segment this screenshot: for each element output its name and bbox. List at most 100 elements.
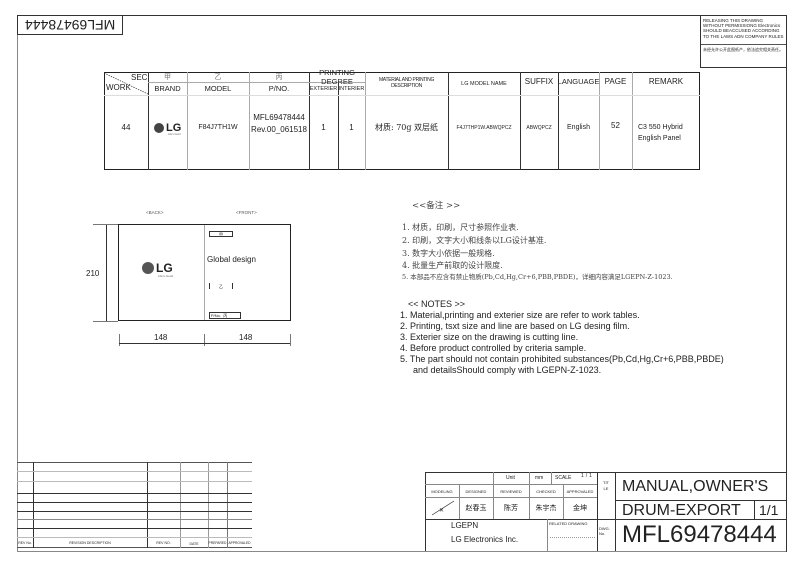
- panel-outline: [118, 224, 291, 321]
- height-dim-label: 210: [86, 269, 100, 278]
- related-drawing-label: RELATED DRAWING: [549, 521, 588, 526]
- scale-label: SCALE: [555, 475, 572, 481]
- rev-header-description: REVISION DESCRIPTION: [69, 540, 111, 545]
- pno-box-label: P/No.: [211, 313, 222, 318]
- global-design-text: Global design: [207, 255, 256, 264]
- revision-table: [17, 462, 252, 548]
- cell-remark-2: English Panel: [638, 135, 681, 142]
- header-yi: 乙: [214, 72, 222, 81]
- header-bing: 丙: [275, 72, 283, 81]
- cell-suffix: ABWQPCZ: [526, 124, 552, 131]
- header-model: MODEL: [204, 84, 232, 94]
- rev-header-approvaled: APPROVALED: [228, 540, 251, 545]
- modeling-struck-icon: ✕: [431, 500, 455, 516]
- sheet-number: 1/1: [759, 502, 779, 518]
- notice-cn: 未经允许公开此图纸产，依法追究相关责任。: [703, 47, 783, 52]
- pno-box-value: 丙: [223, 313, 228, 318]
- yi-box: 乙: [209, 283, 233, 289]
- header-remark: REMARK: [648, 77, 684, 86]
- approved-by: 金坤: [573, 504, 587, 513]
- unit-label: Unit: [506, 475, 515, 481]
- fold-line: [204, 225, 205, 320]
- title-block: [425, 472, 786, 551]
- designed-by: 赵春玉: [465, 504, 487, 513]
- approvaled-label: APPROVALED: [566, 488, 594, 494]
- cell-interier: 1: [349, 123, 354, 132]
- frame-left: [17, 15, 18, 552]
- checked-by: 朱宇杰: [535, 504, 557, 513]
- note-cn-1: 1. 材质，印刷，尺寸参照作业表.: [402, 223, 519, 232]
- header-sec: SEC.: [131, 73, 150, 82]
- cell-material: 材质: 70g 双层纸: [374, 123, 439, 132]
- note-cn-4: 4. 批量生产前取的设计限度.: [402, 261, 503, 270]
- note-cn-2: 2. 印刷，文字大小和线条以LG设计基准.: [402, 236, 547, 245]
- header-language: LANGUAGE: [557, 77, 600, 87]
- modeling-label: MODELING: [431, 488, 453, 494]
- header-interier: INTERIER: [338, 85, 365, 92]
- back-lg-logo: LG Life's Good: [142, 262, 182, 278]
- height-dimension-line: [106, 225, 107, 321]
- frame-bottom: [17, 551, 786, 552]
- header-material: MATERIAL AND PRINTING DESCRIPTION: [378, 76, 435, 89]
- note-en-3: 3. Exterier size on the drawing is cutti…: [400, 332, 579, 342]
- rev-header-prepared: PREPARED: [208, 540, 227, 545]
- designed-label: DESIGNED: [465, 488, 487, 494]
- header-lg-model-name: LG MODEL NAME: [461, 80, 507, 87]
- rev-header-rev-no2: REV NO.: [156, 540, 171, 545]
- back-label: <BACK>: [146, 210, 164, 215]
- notes-cn-title: <<备注 >>: [412, 201, 461, 211]
- header-jia: 甲: [164, 72, 171, 81]
- scale-value: 1/1: [581, 473, 594, 479]
- header-brand: BRAND: [154, 84, 181, 94]
- cell-lg-model-name: F4J7THP1W.ABWQPCZ: [456, 124, 512, 131]
- back-logo-text: LG: [156, 261, 173, 275]
- rotated-dwg-number-text: MFL69478444: [24, 17, 116, 33]
- frame-top: [17, 15, 786, 16]
- company-lg-electronics: LG Electronics Inc.: [451, 535, 519, 544]
- title-drum-export: DRUM-EXPORT: [622, 502, 741, 519]
- header-pno: P/NO.: [268, 84, 290, 94]
- note-en-5: 5. The part should not contain prohibite…: [400, 354, 724, 364]
- rev-header-rev-no: REV No.: [18, 540, 32, 545]
- logo-tagline: Life's Good: [168, 133, 181, 136]
- back-logo-tagline: Life's Good: [158, 274, 174, 278]
- cell-language: English: [567, 123, 590, 131]
- note-en-4: 4. Before product controlled by criteria…: [400, 343, 587, 353]
- front-label: <FRONT>: [236, 210, 257, 215]
- note-en-1: 1. Material,printing and exterier size a…: [400, 310, 640, 320]
- lg-brand-logo: LG Life's Good: [154, 122, 184, 136]
- drawing-number: MFL69478444: [622, 521, 777, 548]
- title-manual-owners: MANUAL,OWNER'S: [622, 478, 769, 495]
- rotated-dwg-number: MFL69478444: [17, 15, 123, 35]
- pno-box: P/No. 丙: [209, 312, 241, 319]
- header-suffix: SUFFIX: [524, 77, 554, 86]
- cell-pno: MFL69478444: [253, 113, 305, 122]
- cell-model: F84J7TH1W: [198, 123, 238, 131]
- notes-en-title: << NOTES >>: [408, 299, 466, 309]
- company-lgepn: LGEPN: [451, 521, 479, 530]
- spec-table: [104, 72, 700, 170]
- header-page: PAGE: [604, 77, 627, 86]
- notice-en: RELEASING THIS DRAWING WITHOUT PERMISSIO…: [701, 15, 786, 45]
- note-cn-5: 5. 本部品不应含有禁止物质(Pb,Cd,Hg,Cr+6,PBB,PBDE)，详…: [402, 273, 673, 281]
- rev-header-date: DATE: [189, 541, 199, 546]
- reviewed-by: 陈芳: [504, 504, 518, 513]
- width-dimension-line: [119, 343, 290, 344]
- reviewed-label: REVIEWED: [500, 489, 522, 494]
- dwg-no-label: DWG. No.: [599, 526, 610, 536]
- checked-label: CHECKED: [536, 489, 556, 494]
- jia-box: 甲: [209, 231, 233, 237]
- diagonal-header-line: [104, 72, 148, 95]
- cell-remark-1: C3 550 Hybrid: [638, 124, 683, 131]
- cell-exterier: 1: [321, 123, 326, 132]
- cell-page: 52: [611, 121, 620, 130]
- svg-text:✕: ✕: [439, 508, 444, 514]
- notice-box: RELEASING THIS DRAWING WITHOUT PERMISSIO…: [700, 15, 786, 68]
- unit-value: mm: [535, 475, 544, 481]
- note-cn-3: 3. 数字大小依据一般规格.: [402, 249, 495, 258]
- header-work: WORK: [106, 83, 131, 92]
- frame-right: [786, 15, 787, 552]
- note-en-5-cont: and detailsShould comply with LGEPN-Z-10…: [413, 365, 602, 375]
- header-exterier: EXTERIER: [309, 85, 338, 92]
- cell-work: 44: [121, 123, 131, 132]
